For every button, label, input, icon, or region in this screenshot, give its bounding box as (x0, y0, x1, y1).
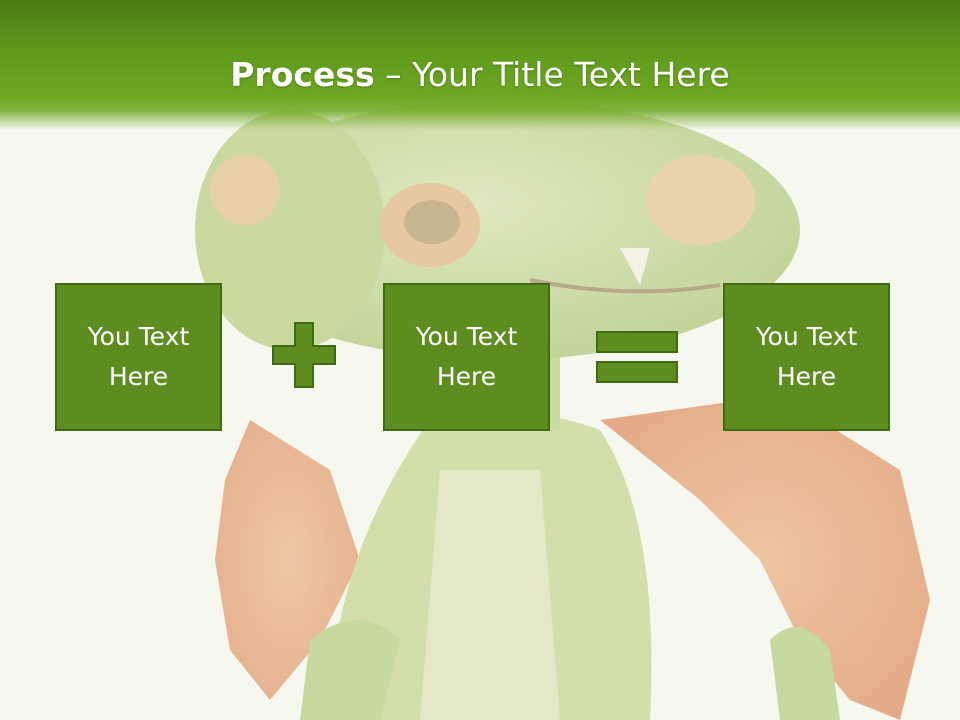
text-box-3-label: You Text Here (755, 322, 858, 391)
plus-icon (272, 322, 336, 388)
text-box-2: You Text Here (383, 283, 550, 431)
text-box-1: You Text Here (55, 283, 222, 431)
title-bold-text: Process (230, 55, 375, 94)
text-box-2-label: You Text Here (415, 322, 518, 391)
text-box-1-label: You Text Here (87, 322, 190, 391)
slide-title: Process – Your Title Text Here (0, 52, 960, 98)
equals-icon (596, 331, 678, 383)
text-box-3: You Text Here (723, 283, 890, 431)
title-regular-text: – Your Title Text Here (374, 55, 730, 94)
title-bar (0, 0, 960, 130)
